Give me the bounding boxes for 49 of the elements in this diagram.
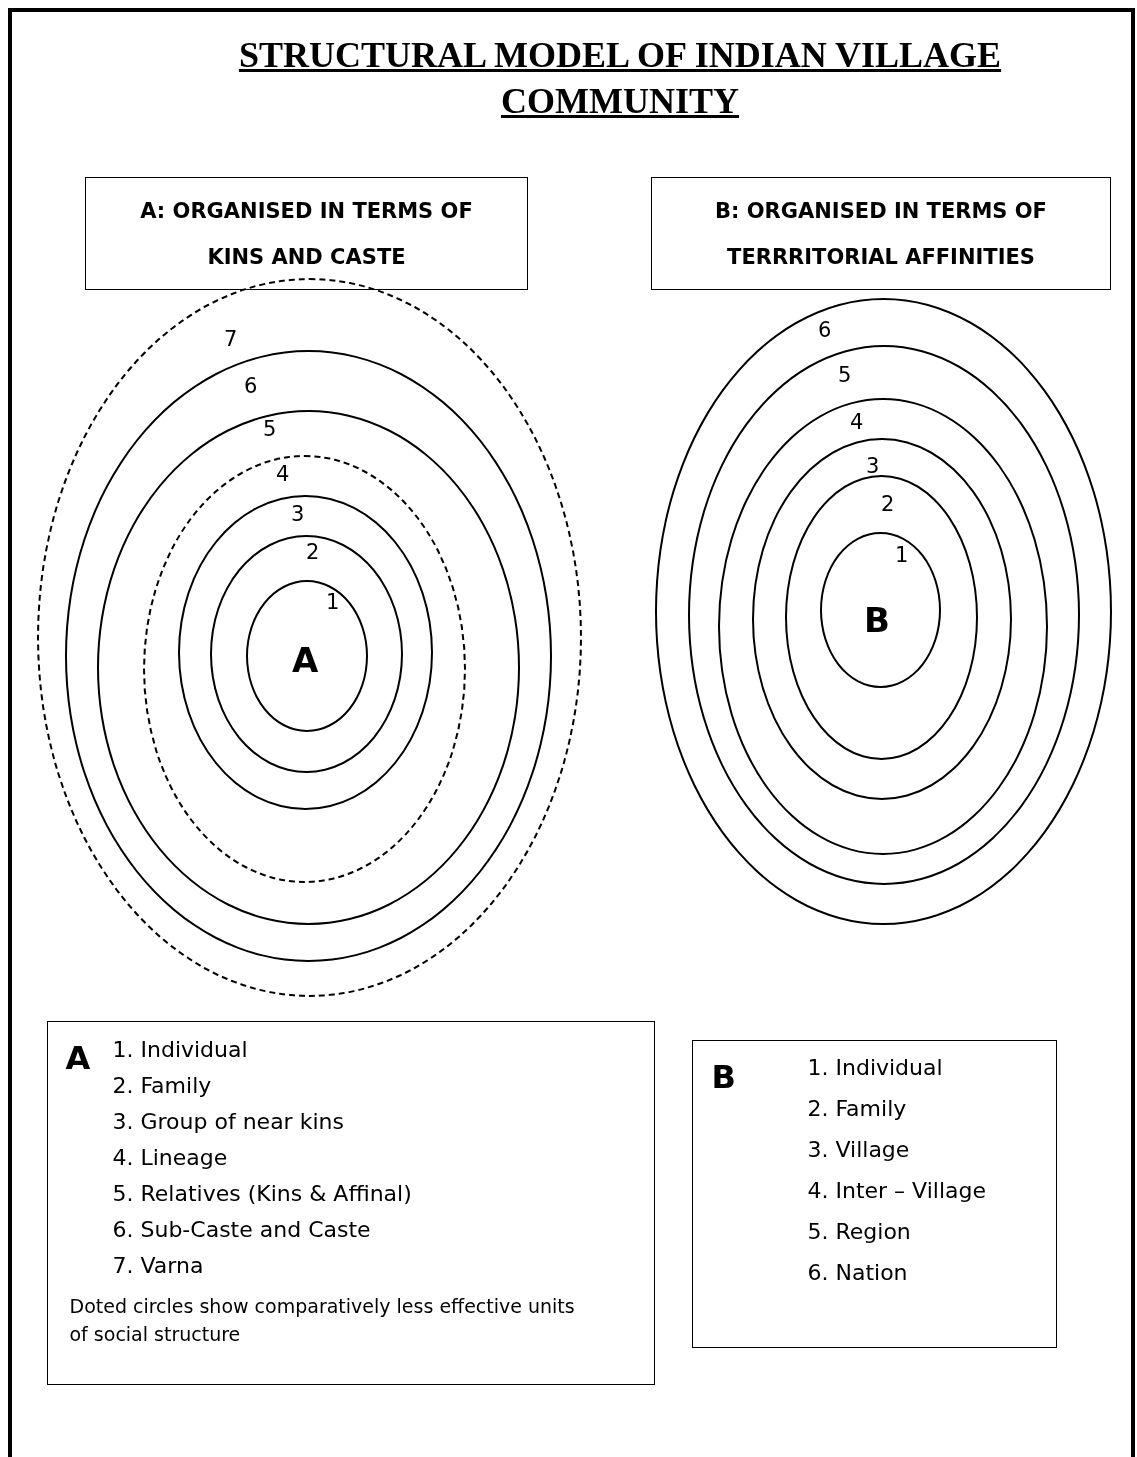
list-item: 4. Inter – Village	[807, 1176, 986, 1205]
title: STRUCTURAL MODEL OF INDIAN VILLAGE COMMUNITY	[237, 34, 1003, 123]
note-text: Doted circles show comparatively less effective units of social structure	[69, 1293, 576, 1347]
list-item: 4. Lineage	[112, 1143, 228, 1172]
ring-number: 3	[866, 454, 880, 478]
ring-number: 5	[838, 363, 852, 387]
list-item: 6. Nation	[807, 1258, 908, 1287]
ellipse-ring	[246, 580, 368, 732]
ellipse-ring	[210, 535, 403, 773]
ring-number: 5	[263, 417, 277, 441]
ellipse-ring	[178, 495, 433, 810]
list-item: 3. Group of near kins	[112, 1107, 344, 1136]
ring-number: 1	[326, 590, 340, 614]
ellipse-ring	[688, 345, 1080, 885]
list-item: 1. Individual	[112, 1035, 248, 1064]
list-item: 6. Sub-Caste and Caste	[112, 1215, 371, 1244]
center-letter: A	[292, 640, 319, 680]
list-item: 2. Family	[807, 1094, 907, 1123]
ring-number: 4	[276, 462, 290, 486]
ellipse-ring	[655, 298, 1112, 925]
list-item: 3. Village	[807, 1135, 910, 1164]
heading-box: B: ORGANISED IN TERMS OF TERRRITORIAL AFFINITIES	[651, 177, 1111, 290]
ellipse-ring	[752, 438, 1012, 800]
ring-number: 6	[818, 318, 832, 342]
ring-number: 7	[224, 327, 238, 351]
legend-box	[47, 1021, 655, 1385]
ellipse-ring	[820, 532, 941, 688]
legend-letter: B	[711, 1056, 736, 1097]
ellipse-ring	[65, 350, 552, 962]
legend-letter: A	[65, 1037, 91, 1078]
ellipse-ring	[718, 398, 1048, 855]
ring-number: 2	[306, 540, 320, 564]
list-item: 1. Individual	[807, 1053, 943, 1082]
ring-number: 2	[881, 492, 895, 516]
ring-number: 4	[850, 410, 864, 434]
ellipse-ring	[785, 475, 978, 760]
list-item: 5. Region	[807, 1217, 911, 1246]
dashed-ellipse	[37, 278, 582, 997]
ellipse-ring	[97, 410, 520, 925]
ring-number: 6	[244, 374, 258, 398]
dashed-ellipse	[143, 455, 466, 883]
center-letter: B	[864, 600, 890, 640]
heading-box: A: ORGANISED IN TERMS OF KINS AND CASTE	[85, 177, 528, 290]
legend-box	[692, 1040, 1057, 1348]
ring-number: 3	[291, 502, 305, 526]
list-item: 7. Varna	[112, 1251, 204, 1280]
list-item: 5. Relatives (Kins & Affinal)	[112, 1179, 412, 1208]
list-item: 2. Family	[112, 1071, 212, 1100]
ring-number: 1	[895, 543, 909, 567]
